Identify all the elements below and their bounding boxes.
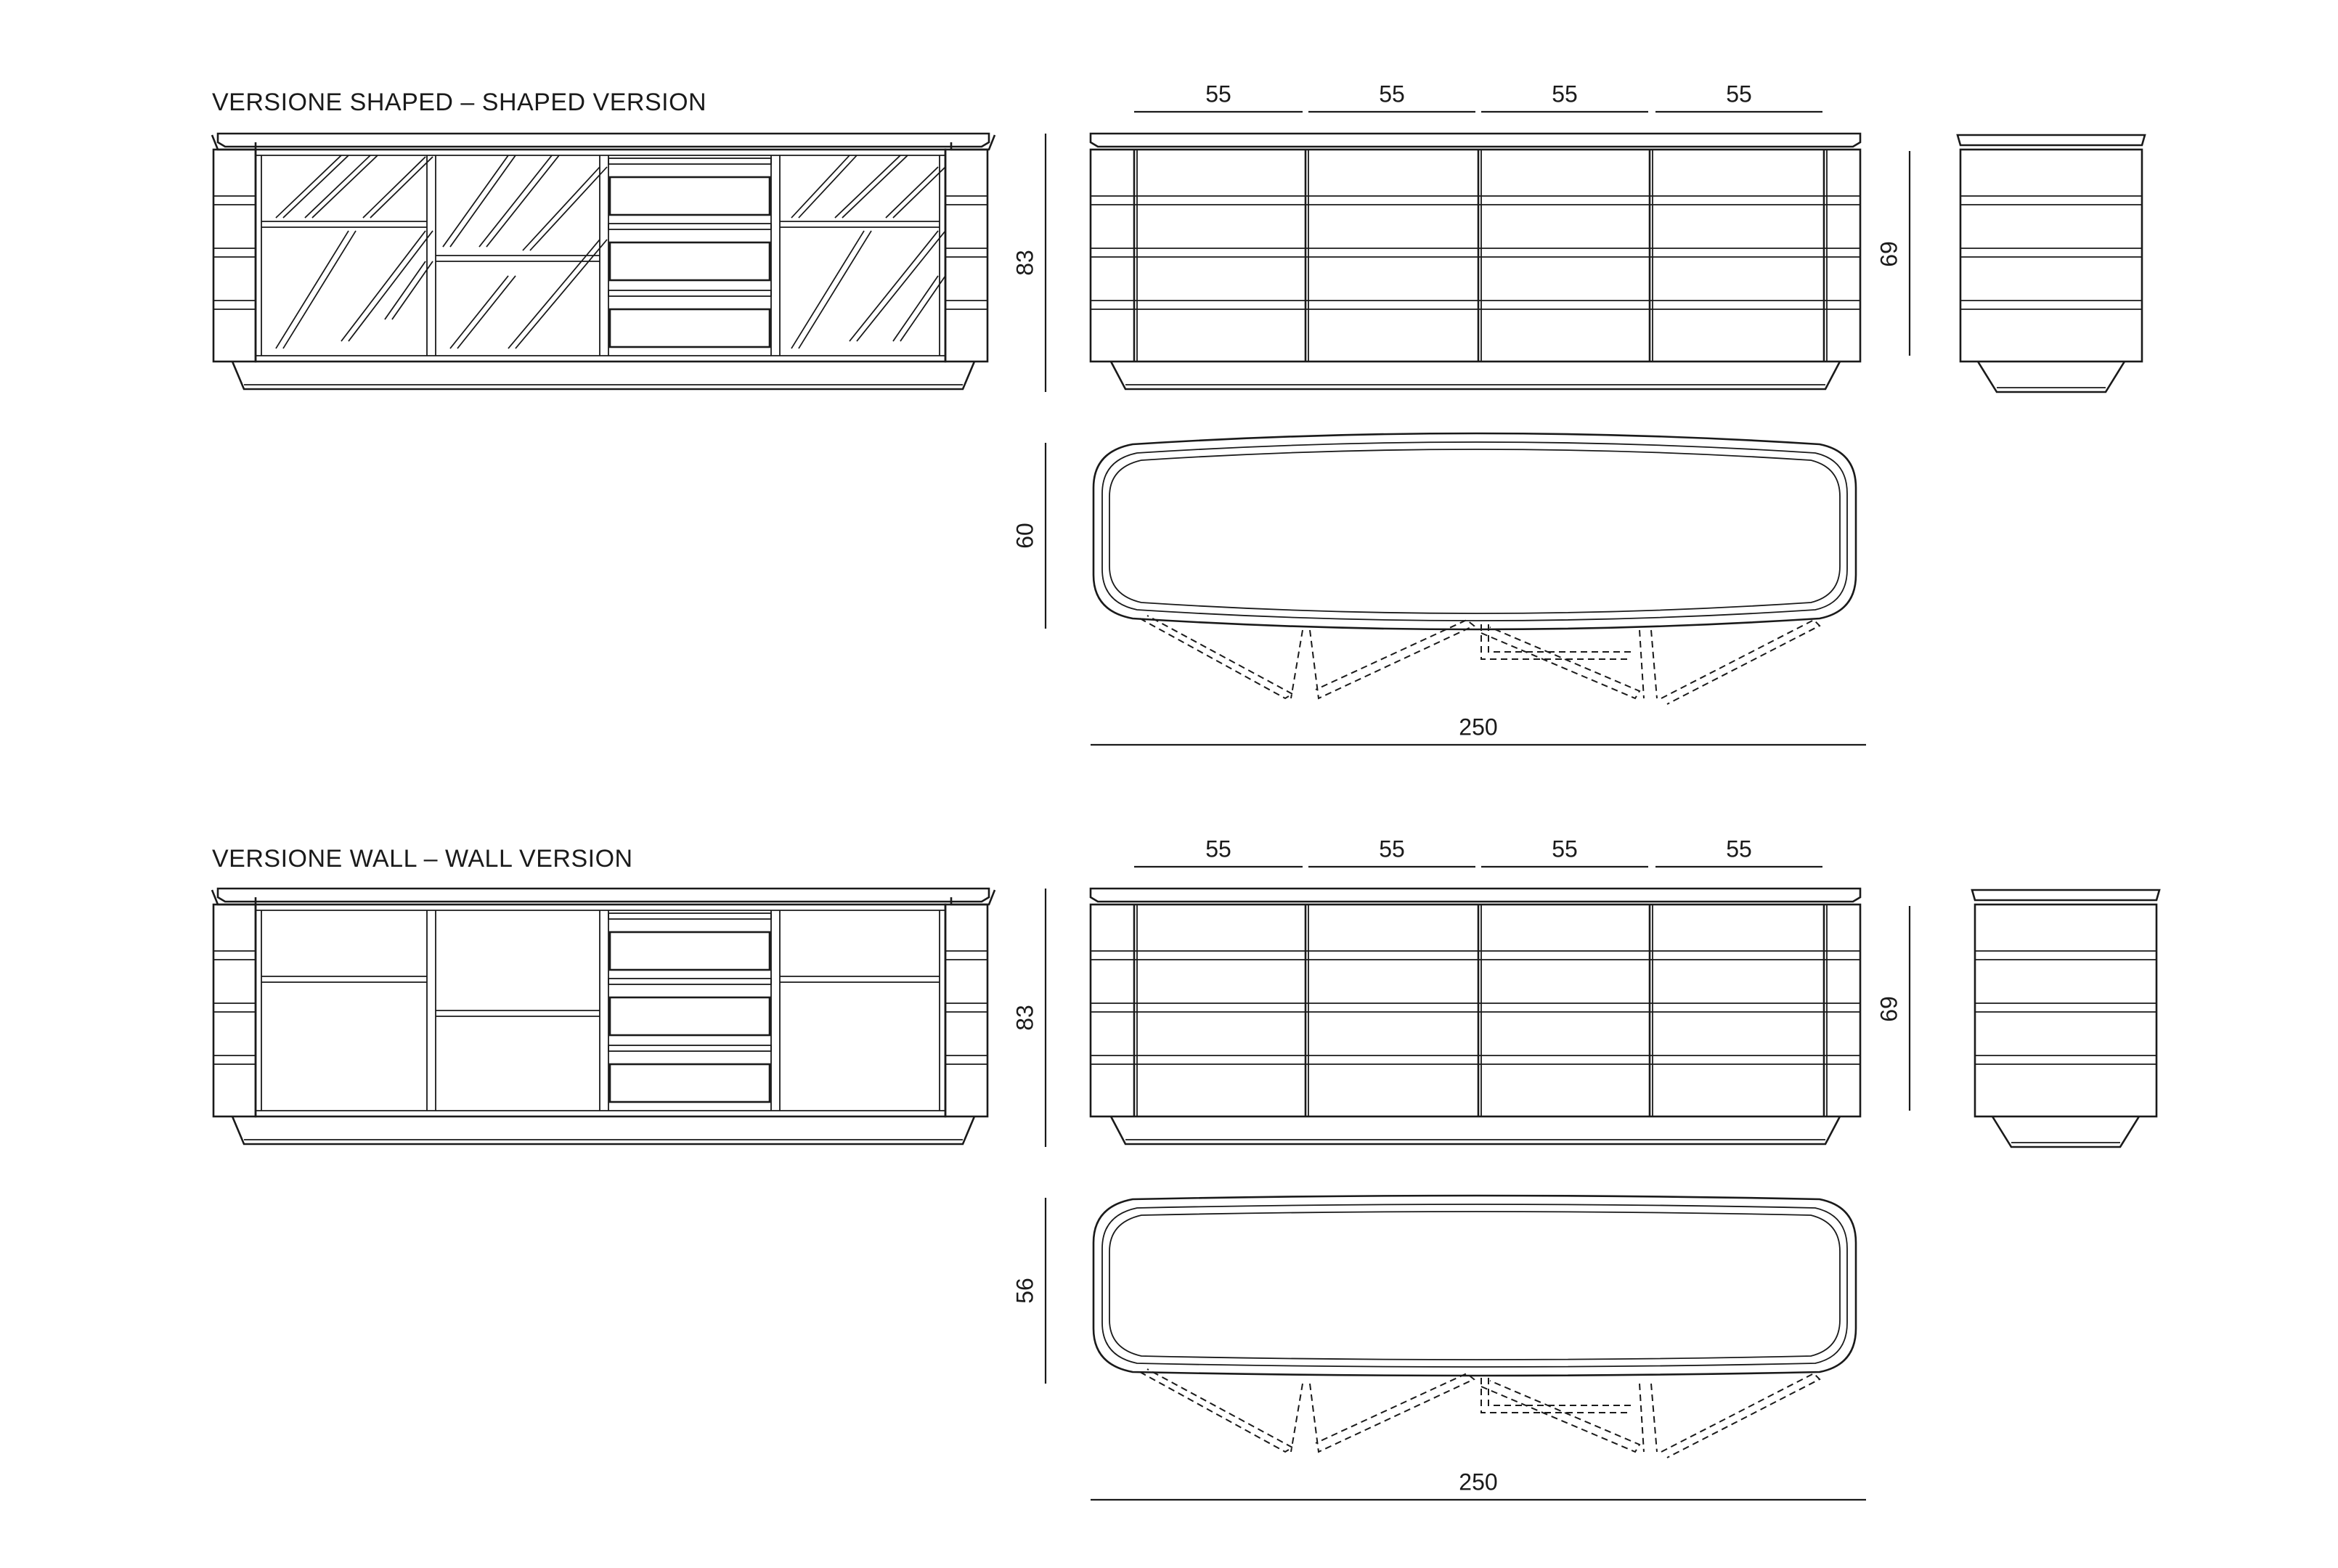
module-width-label: 55: [1726, 836, 1752, 862]
front-elevation-glass-1: [211, 155, 996, 1146]
dimensions-0: 55 55 55 55 83 69 60 250: [1011, 81, 1911, 746]
front-height-label: 83: [1011, 250, 1038, 276]
side-elevation-1: [1971, 889, 2161, 1148]
module-width-label: 55: [1205, 836, 1231, 862]
plan-view-0: [1092, 432, 1857, 705]
dimensions-1: 55 55 55 55 83 69 56 250: [1011, 836, 1911, 1501]
rear-elevation-1: [1089, 887, 1862, 1146]
module-width-label: 55: [1552, 836, 1578, 862]
plan-depth-label: 56: [1011, 1278, 1038, 1304]
side-height-label: 69: [1875, 996, 1902, 1022]
total-width-label: 250: [1459, 714, 1497, 740]
side-height-label: 69: [1875, 241, 1902, 267]
section-title-wall: VERSIONE WALL – WALL VERSION: [212, 845, 633, 873]
module-width-label: 55: [1379, 836, 1405, 862]
module-width-label: 55: [1552, 81, 1578, 107]
plan-depth-label: 60: [1011, 523, 1038, 549]
total-width-label: 250: [1459, 1469, 1497, 1495]
plan-view-1: [1092, 1194, 1857, 1458]
side-elevation-0: [1956, 134, 2146, 393]
module-width-label: 55: [1205, 81, 1231, 107]
rear-elevation-0: [1089, 132, 1862, 391]
section-title-shaped: VERSIONE SHAPED – SHAPED VERSION: [212, 89, 707, 116]
module-width-label: 55: [1379, 81, 1405, 107]
front-height-label: 83: [1011, 1005, 1038, 1031]
module-width-label: 55: [1726, 81, 1752, 107]
